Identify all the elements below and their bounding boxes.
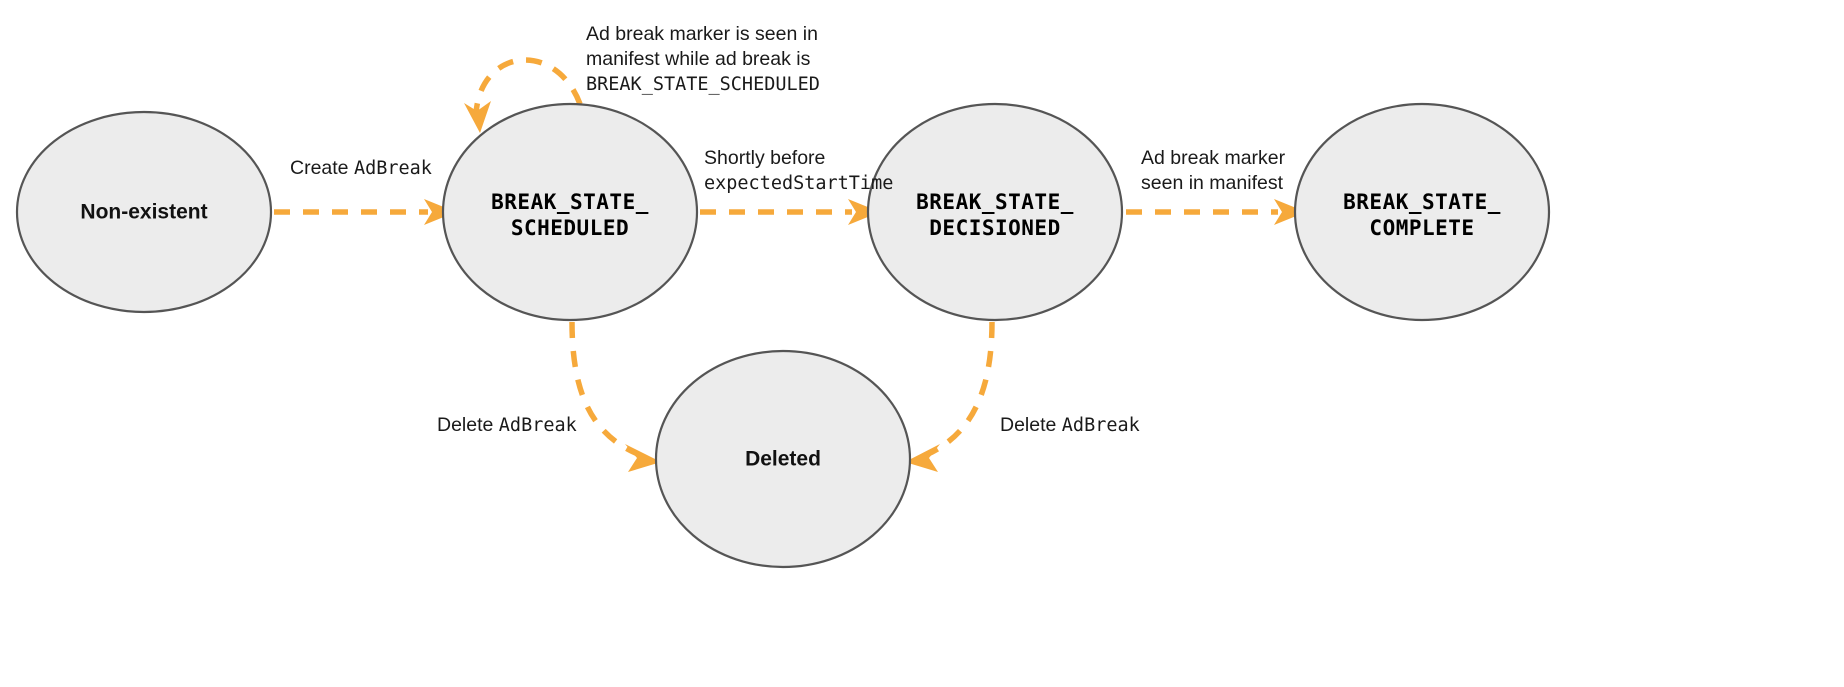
node-break-state-decisioned-label-line2: DECISIONED <box>929 216 1060 240</box>
edge-shortly-before <box>700 199 880 225</box>
node-non-existent-shape[interactable] <box>15 110 273 314</box>
edge-label-delete-from-scheduled-part-1: Delete <box>437 414 499 436</box>
edge-label-scheduled-self-loop-line2: manifest while ad break is <box>586 48 811 70</box>
node-break-state-scheduled-shape[interactable] <box>441 102 699 322</box>
edge-label-scheduled-self-loop: Ad break marker is seen in manifest whil… <box>586 22 820 97</box>
edge-label-delete-from-decisioned-part-2: AdBreak <box>1061 415 1140 436</box>
edge-delete-from-scheduled-arrowhead <box>625 444 661 472</box>
edge-label-create-adbreak-part-2: AdBreak <box>353 158 432 179</box>
node-break-state-scheduled-label-line2: SCHEDULED <box>511 216 629 240</box>
edge-label-scheduled-self-loop-line3: BREAK_STATE_SCHEDULED <box>586 74 820 95</box>
edge-create-adbreak-arrowhead <box>424 199 456 225</box>
node-deleted[interactable]: Deleted <box>654 349 912 569</box>
node-break-state-decisioned[interactable]: BREAK_STATE_ DECISIONED <box>866 102 1124 322</box>
edge-marker-seen-manifest-arrowhead <box>1274 199 1306 225</box>
edge-label-marker-seen-manifest: Ad break marker seen in manifest <box>1141 146 1285 196</box>
node-deleted-shape[interactable] <box>654 349 912 569</box>
node-break-state-complete-label-line1: BREAK_STATE_ <box>1343 190 1501 214</box>
edge-delete-from-scheduled <box>569 321 661 472</box>
node-break-state-complete-shape[interactable] <box>1293 102 1551 322</box>
edge-label-create-adbreak: Create AdBreak <box>290 156 432 182</box>
edge-label-marker-seen-manifest-line1: Ad break marker <box>1141 147 1286 169</box>
edge-delete-from-scheduled-line <box>569 321 642 458</box>
edge-label-shortly-before-line1: Shortly before <box>704 147 826 169</box>
edge-scheduled-self-loop <box>464 57 583 133</box>
edge-delete-from-decisioned-arrowhead <box>905 444 940 472</box>
node-break-state-scheduled-label-line1: BREAK_STATE_ <box>491 190 649 214</box>
edge-marker-seen-manifest <box>1126 199 1306 225</box>
edge-label-delete-from-scheduled: Delete AdBreak <box>437 413 577 439</box>
edge-label-delete-from-decisioned: Delete AdBreak <box>1000 413 1140 439</box>
edge-label-marker-seen-manifest-line2: seen in manifest <box>1141 172 1283 194</box>
edge-scheduled-self-loop-arrowhead <box>464 101 491 133</box>
edge-label-shortly-before-line2: expectedStartTime <box>704 173 894 194</box>
node-break-state-complete[interactable]: BREAK_STATE_ COMPLETE <box>1293 102 1551 322</box>
edge-label-delete-from-decisioned-part-1: Delete <box>1000 414 1062 436</box>
node-break-state-decisioned-label-line1: BREAK_STATE_ <box>916 190 1074 214</box>
node-break-state-scheduled[interactable]: BREAK_STATE_ SCHEDULED <box>441 102 699 322</box>
edge-create-adbreak <box>274 199 456 225</box>
node-break-state-decisioned-shape[interactable] <box>866 102 1124 322</box>
edge-shortly-before-arrowhead <box>848 199 880 225</box>
edge-label-scheduled-self-loop-line1: Ad break marker is seen in <box>586 23 818 45</box>
node-non-existent-label: Non-existent <box>80 201 207 224</box>
edge-label-create-adbreak-part-1: Create <box>290 157 354 179</box>
edge-label-delete-from-scheduled-part-2: AdBreak <box>498 415 577 436</box>
edge-delete-from-decisioned-line <box>924 321 995 458</box>
node-non-existent[interactable]: Non-existent <box>15 110 273 314</box>
edge-label-shortly-before: Shortly before expectedStartTime <box>704 146 893 196</box>
edge-delete-from-decisioned <box>905 321 995 472</box>
node-deleted-label: Deleted <box>745 448 821 471</box>
node-break-state-complete-label-line2: COMPLETE <box>1369 216 1474 240</box>
